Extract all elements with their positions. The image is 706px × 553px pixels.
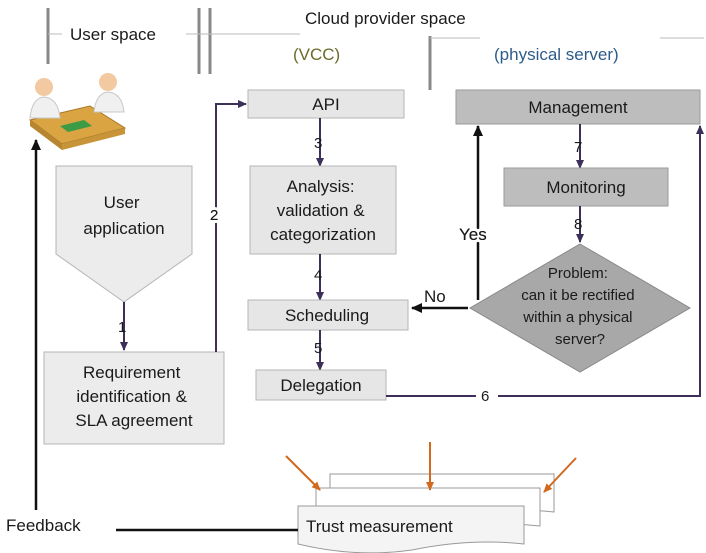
problem-label: Problem: can it be rectified within a ph… [521,265,639,348]
requirement-label: Requirement identification & SLA agreeme… [75,363,192,430]
api-box [247,89,405,119]
arrow-6-label-bg [476,386,498,406]
arrow-3-label: 3 [314,135,322,152]
trust-measurement-documents [297,473,555,553]
no-label: No [424,287,446,306]
arrow-1-label: 1 [118,319,126,336]
arrow-2 [215,100,247,352]
vcc-label: (VCC) [293,45,340,64]
yes-label-text: Yes [459,225,487,244]
monitoring-label: Monitoring [546,178,625,197]
arrow-6 [386,125,704,397]
arrow-8-label: 8 [574,216,582,233]
arrow-6-label: 6 [481,388,489,405]
api-label: API [312,95,339,114]
user-space-label: User space [70,25,156,44]
analysis-box [249,165,397,255]
arrow-4-label: 4 [314,267,322,284]
user-application-shape [55,165,193,303]
delegation-label: Delegation [280,376,361,395]
feedback-label: Feedback [6,516,81,535]
monitoring-box [503,167,669,207]
problem-diamond [469,243,691,373]
requirement-box [43,351,225,445]
scheduling-box [247,299,409,331]
cloud-provider-space-label: Cloud provider space [305,9,466,28]
physical-server-label: (physical server) [494,45,619,64]
header-separators [46,8,704,90]
trust-measurement-label: Trust measurement [306,517,453,536]
yes-label: Yes [459,225,487,244]
management-label: Management [528,98,628,117]
arrow-7-label: 7 [574,139,582,156]
delegation-box [255,369,387,401]
orange-arrow-right [543,457,577,493]
arrow-5-label: 5 [314,340,322,357]
arrow-2-label: 2 [210,207,218,224]
orange-arrow-left [285,455,321,491]
two-people-at-table-icon [28,73,127,150]
arrow-2-label-text: 2 [210,207,218,224]
scheduling-label: Scheduling [285,306,369,325]
analysis-label: Analysis: validation & categorization [270,177,376,244]
management-box [455,89,701,125]
user-application-label: User application [83,193,164,238]
